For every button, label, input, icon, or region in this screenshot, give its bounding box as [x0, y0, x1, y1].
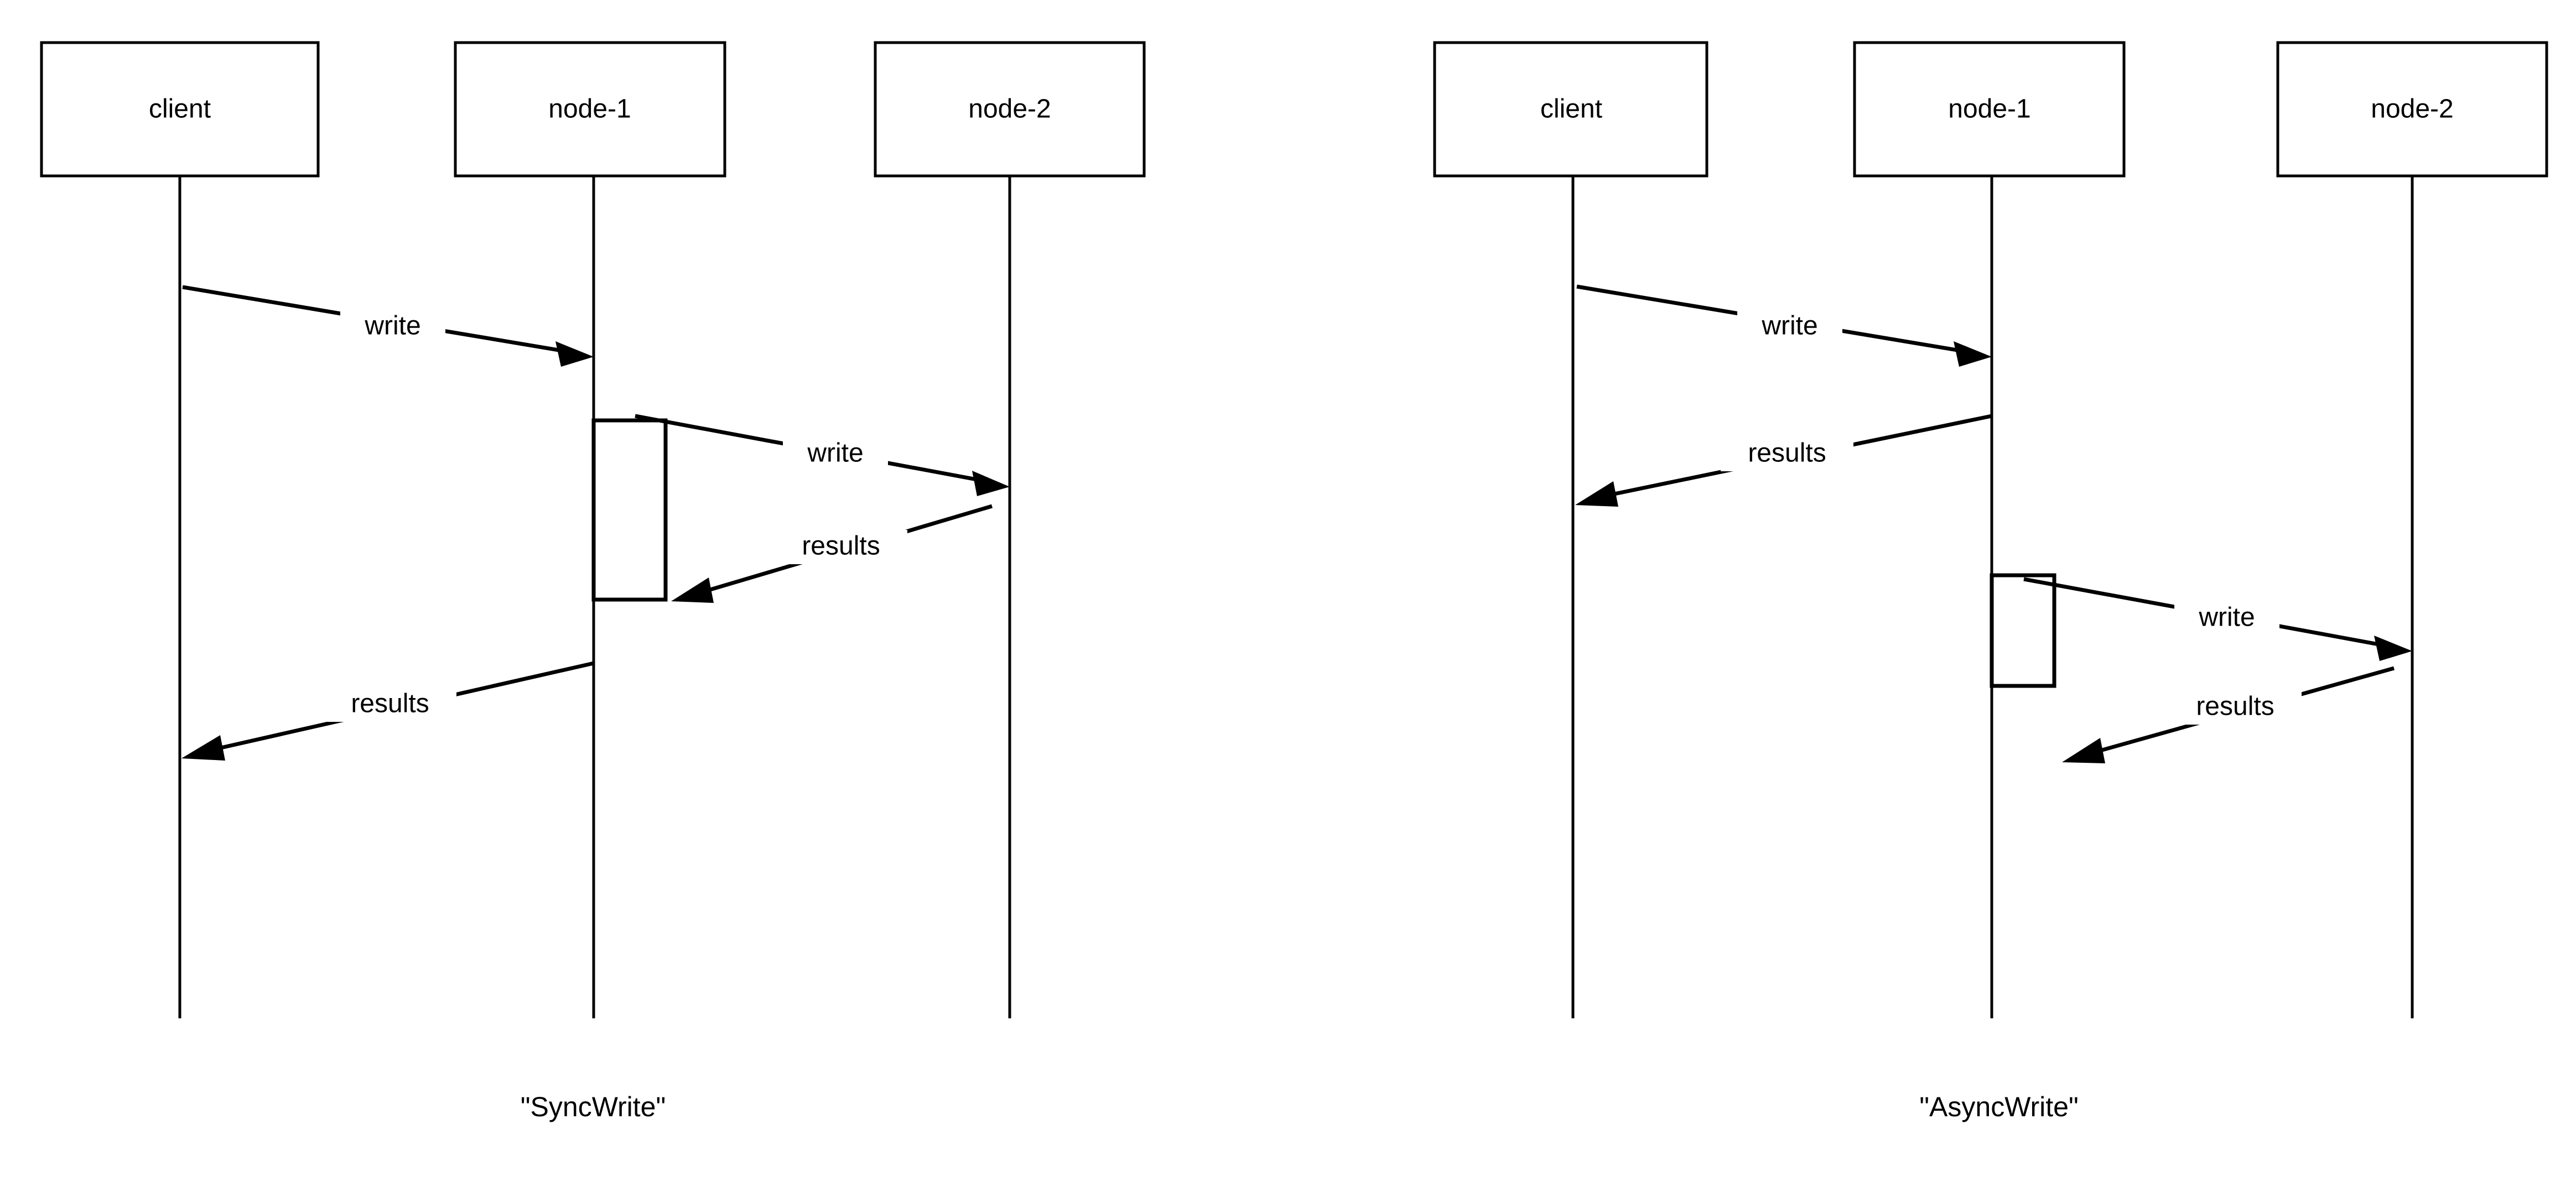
- activation-bar-node-1: [1990, 573, 2056, 688]
- message-write-client-to-node-1[interactable]: write: [182, 285, 594, 367]
- arrow-head-right-icon: [1954, 341, 1992, 367]
- participant-client[interactable]: client: [40, 41, 320, 178]
- message-label-backdrop: [1721, 437, 1853, 471]
- participant-node-2[interactable]: node-2: [874, 41, 1146, 178]
- arrow-head-right-icon: [555, 341, 594, 367]
- diagram-async-write: client node-1 node-2 write: [1433, 41, 2548, 1122]
- message-label: write: [1761, 311, 1817, 341]
- participant-node-1[interactable]: node-1: [454, 41, 726, 178]
- message-label-backdrop: [783, 437, 888, 471]
- diagram-caption: "SyncWrite": [521, 1091, 666, 1122]
- message-label: results: [2196, 692, 2274, 721]
- message-label: write: [807, 439, 863, 468]
- arrow-head-left-icon: [181, 735, 225, 761]
- participant-box: [1433, 41, 1708, 178]
- message-write-node-1-to-node-2[interactable]: write: [635, 414, 1010, 496]
- message-results-node-1-to-client[interactable]: results: [1575, 414, 1992, 507]
- participant-box: [2276, 41, 2548, 178]
- arrow-head-left-icon: [671, 577, 714, 603]
- participant-box: [40, 41, 320, 178]
- participant-label: node-2: [2371, 95, 2453, 124]
- message-label-backdrop: [340, 310, 445, 344]
- participant-node-2[interactable]: node-2: [2276, 41, 2548, 178]
- participant-client[interactable]: client: [1433, 41, 1708, 178]
- arrow-head-left-icon: [2062, 738, 2105, 763]
- message-label: results: [802, 532, 880, 561]
- message-label-backdrop: [1737, 310, 1842, 344]
- message-label-backdrop: [775, 530, 907, 564]
- participant-label: client: [1540, 95, 1602, 124]
- diagram-caption: "AsyncWrite": [1919, 1091, 2078, 1122]
- arrow-head-left-icon: [1575, 481, 1618, 507]
- arrow-head-right-icon: [2374, 636, 2412, 661]
- participant-label: node-1: [548, 95, 631, 124]
- message-label-backdrop: [2174, 601, 2279, 636]
- message-label: write: [364, 311, 420, 341]
- message-label-backdrop: [324, 688, 456, 722]
- activation-bar-node-1: [591, 418, 668, 602]
- message-results-node-2-to-node-1[interactable]: results: [671, 504, 993, 603]
- participant-box: [1853, 41, 2126, 178]
- participant-label: node-2: [968, 95, 1051, 124]
- participant-box: [454, 41, 726, 178]
- message-label: results: [1748, 439, 1826, 468]
- message-write-client-to-node-1[interactable]: write: [1576, 284, 1992, 367]
- arrow-head-right-icon: [972, 471, 1010, 496]
- participant-node-1[interactable]: node-1: [1853, 41, 2126, 178]
- participant-label: node-1: [1948, 95, 2030, 124]
- message-label: write: [2198, 603, 2255, 632]
- message-label: results: [351, 689, 429, 719]
- message-write-node-1-to-node-2[interactable]: write: [2023, 577, 2412, 661]
- participant-box: [874, 41, 1146, 178]
- message-results-node-1-to-client[interactable]: results: [181, 661, 594, 761]
- diagram-sync-write: client node-1 node-2 write: [40, 41, 1146, 1122]
- message-label-backdrop: [2169, 690, 2302, 725]
- message-results-node-2-to-node-1[interactable]: results: [2062, 666, 2395, 763]
- participant-label: client: [149, 95, 211, 124]
